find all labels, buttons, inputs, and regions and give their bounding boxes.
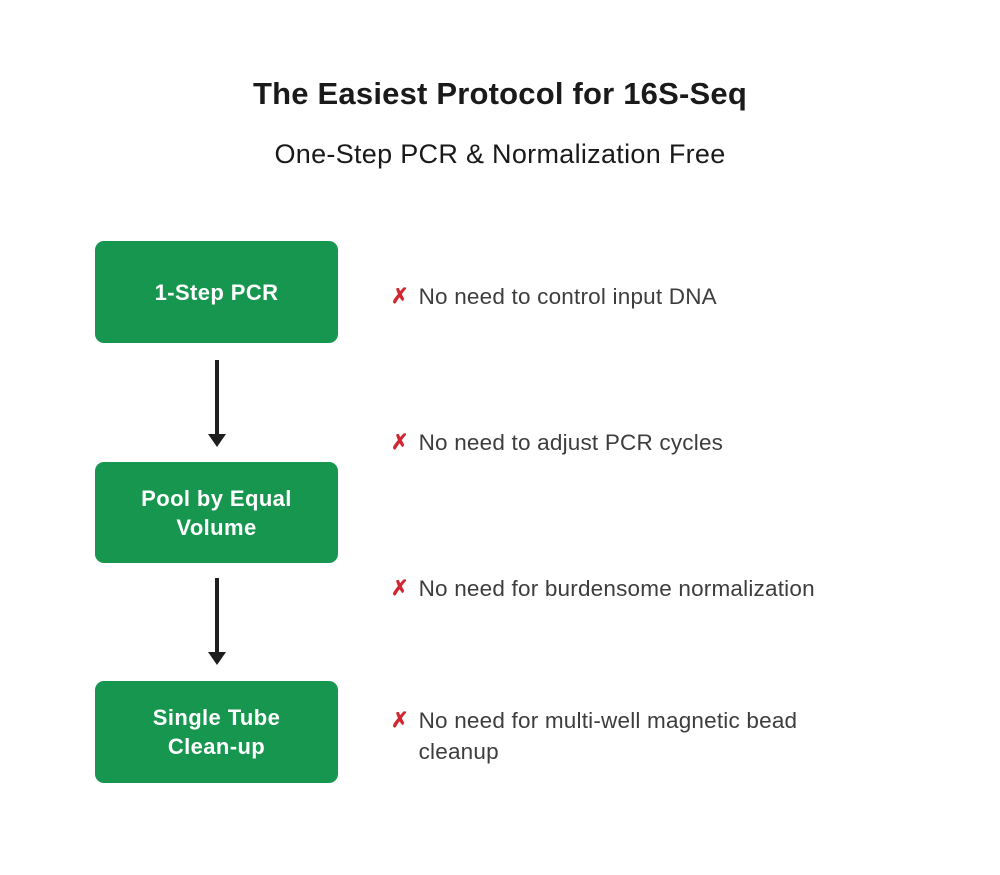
benefit-text: No need for burdensome normalization [418,576,815,601]
page-subtitle: One-Step PCR & Normalization Free [274,139,726,169]
step-label: Pool by Equal Volume [141,485,292,540]
benefit-item: ✗ No need to adjust PCR cycles [391,427,723,458]
page-title: The Easiest Protocol for 16S-Seq [253,76,747,111]
step-box-pool-by-equal-volume: Pool by Equal Volume [95,462,338,563]
arrow-head [207,652,226,665]
step-label: Single Tube Clean-up [152,705,281,759]
x-mark-icon: ✗ [391,285,409,308]
benefit-item: ✗ No need for burdensome normalization [391,573,815,604]
benefit-item: ✗ No need for multi-well magnetic bead c… [391,705,797,767]
step-box-1-step-pcr: 1-Step PCR [95,241,338,343]
arrow-down-icon [207,578,227,665]
benefit-item: ✗ No need to control input DNA [391,281,717,312]
benefit-text: No need to adjust PCR cycles [418,430,724,455]
step-label: 1-Step PCR [154,279,279,305]
step-box-single-tube-clean-up: Single Tube Clean-up [95,681,338,783]
arrow-down-icon [207,360,227,447]
x-mark-icon: ✗ [391,431,409,454]
x-mark-icon: ✗ [391,709,409,732]
benefit-text: No need for multi-well magnetic bead cle… [418,708,798,764]
protocol-flowchart: 1-Step PCR Pool by Equal Volume Single T… [95,241,338,783]
x-mark-icon: ✗ [391,577,409,600]
arrow-line [214,360,219,434]
arrow-line [214,578,219,652]
arrow-head [207,434,226,447]
benefit-text: No need to control input DNA [418,284,717,309]
